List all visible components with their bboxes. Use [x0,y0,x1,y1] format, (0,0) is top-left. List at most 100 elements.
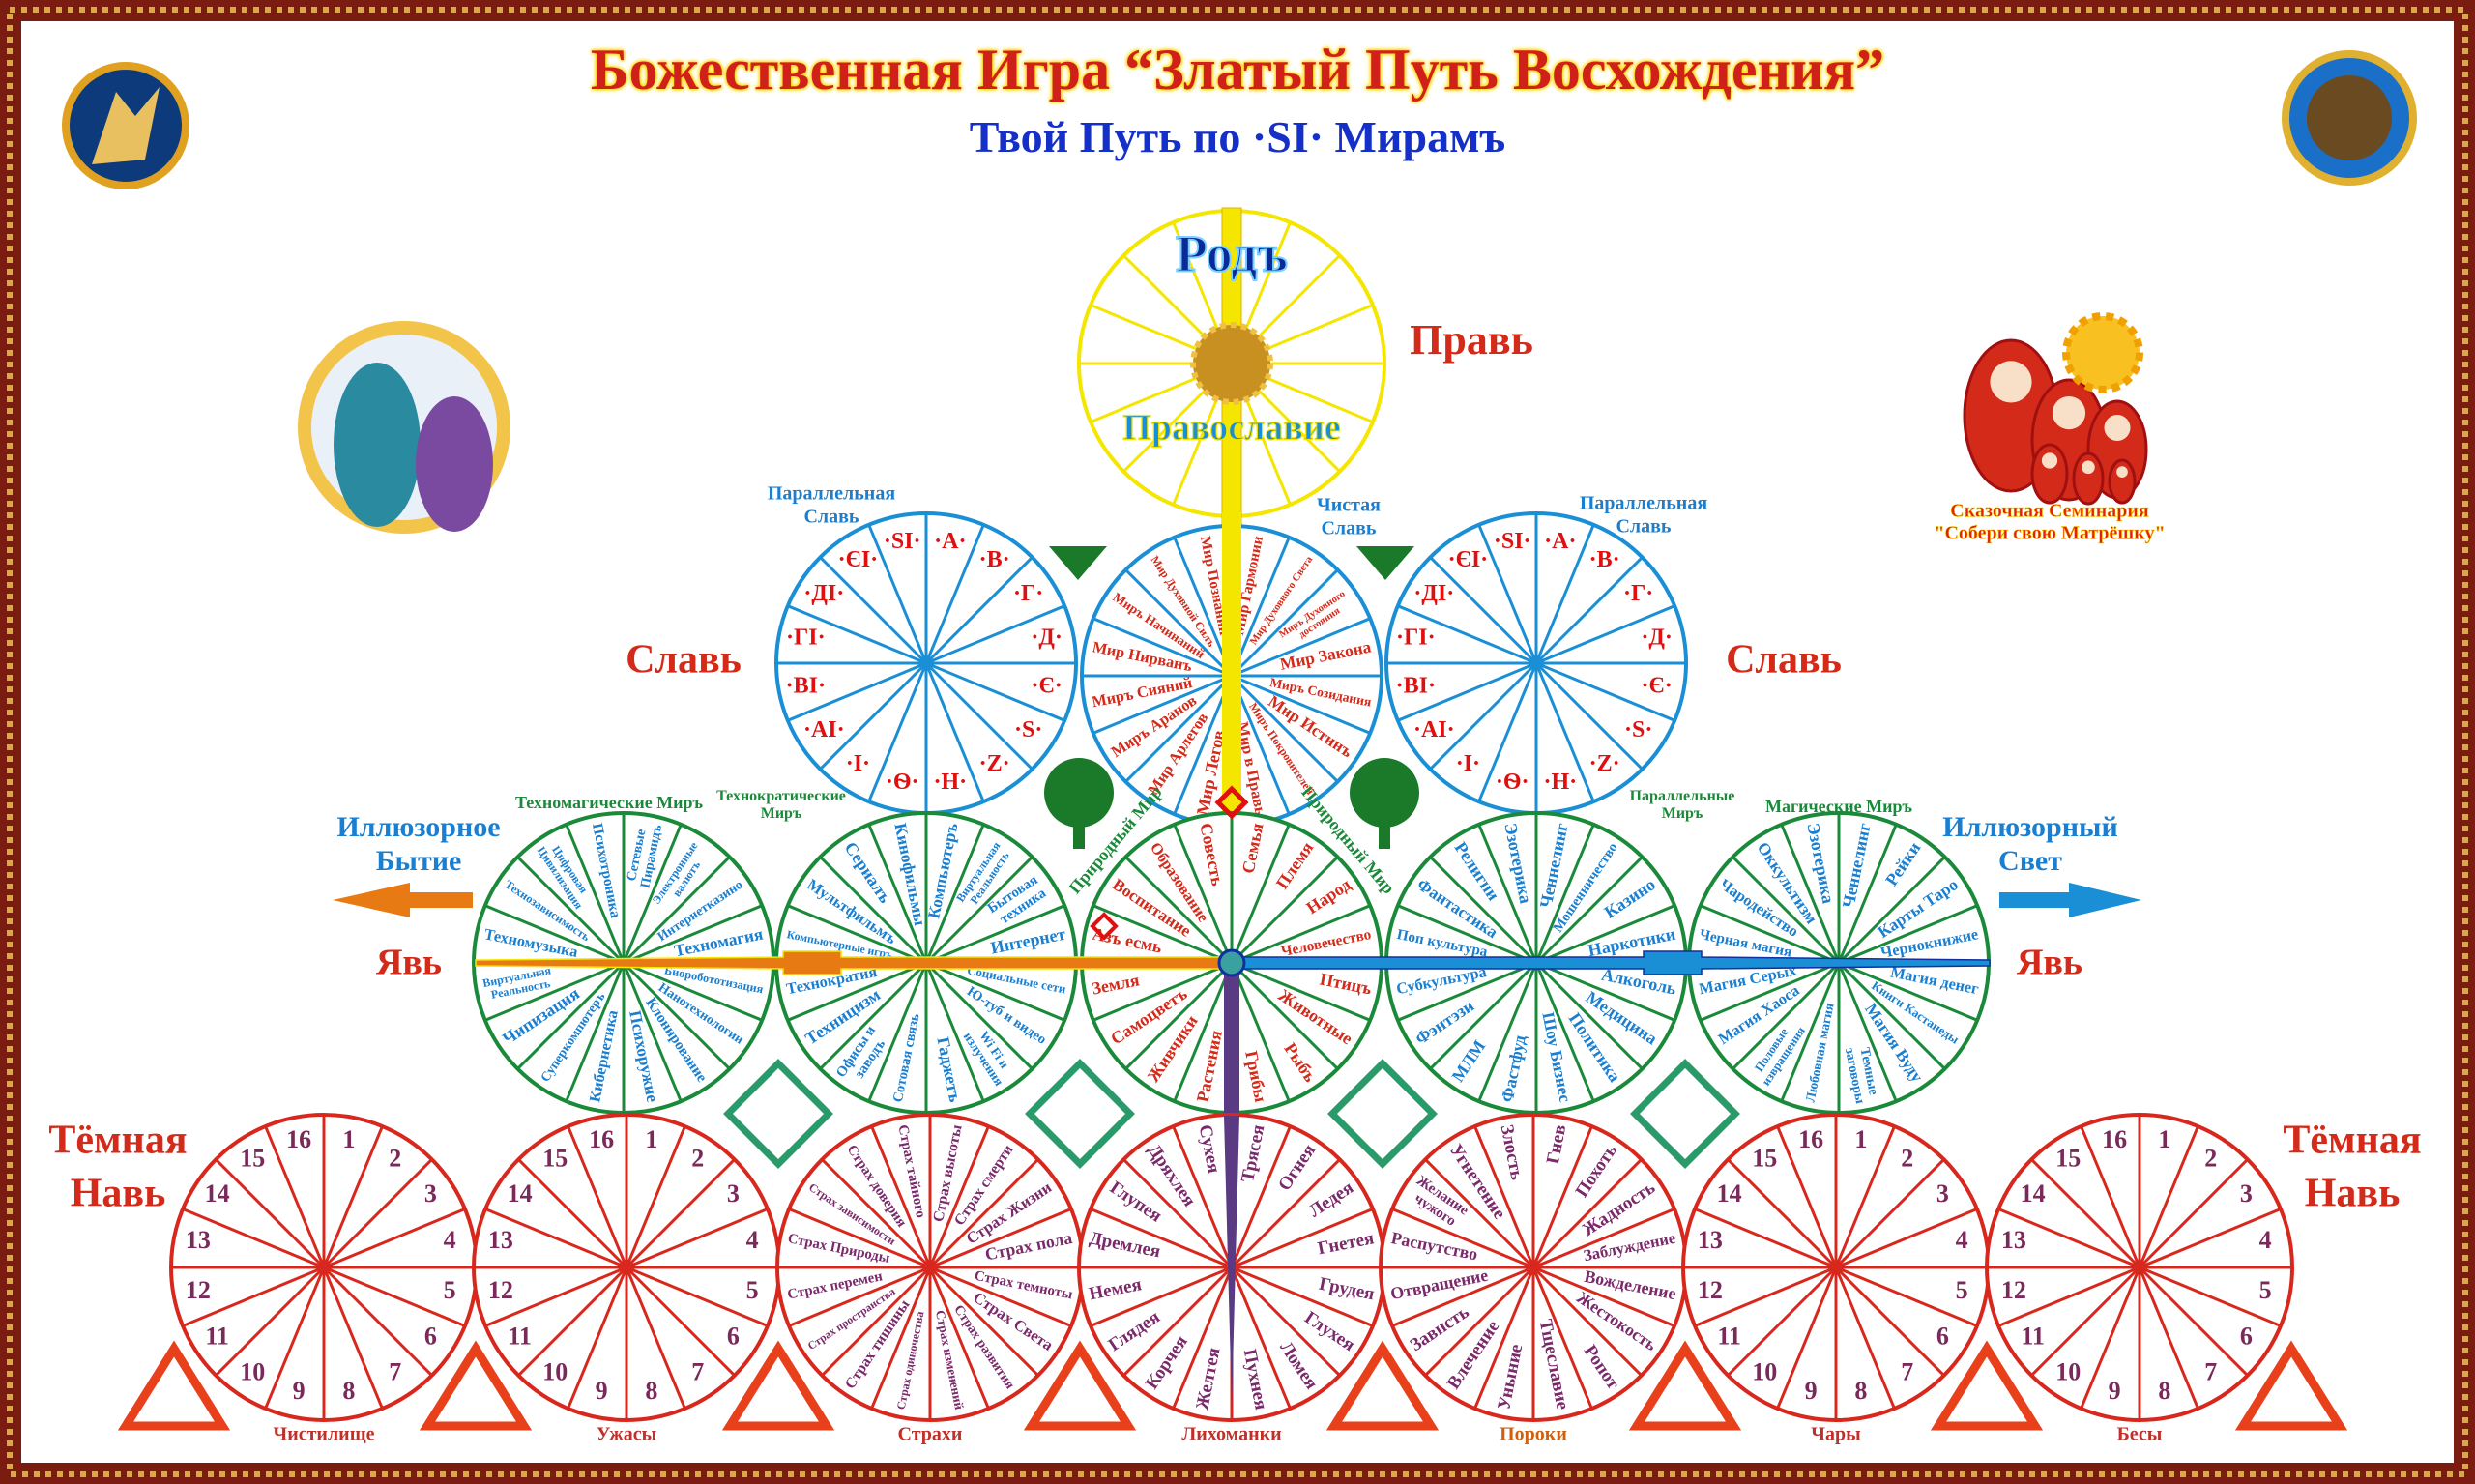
wheel-spoke [2139,1266,2282,1327]
wheel-spoke [1531,1125,1593,1268]
wheel-spoke [787,904,927,965]
sun-face-icon [2062,312,2143,393]
wheel-spoke [517,1266,628,1377]
wheel-spoke [1531,1266,1643,1377]
wheel-spoke [1534,962,1595,1102]
wheel-spoke [182,1266,325,1327]
wheel-spoke [625,1266,736,1377]
wheel-spoke [1090,1266,1233,1327]
realm-label-yav: Явь [376,943,442,983]
wheel-spoke [1837,961,1946,1070]
sector-number: 11 [205,1323,229,1351]
sector-number: 15 [1752,1145,1777,1173]
sector-number: 10 [2055,1357,2081,1385]
slav-wheel[interactable]: ·А··В··Г··Д··Є··Ѕ··Z··Н··Ѳ··І··АІ··ВІ··Г… [1384,511,1688,815]
wheel-spoke [1834,1158,1945,1269]
celtic-tree-icon [1350,758,1419,828]
wheel-spoke [924,962,985,1102]
triquetra-knot-icon [419,1340,533,1431]
sector-number: 12 [1698,1276,1723,1304]
wheel-spoke [867,962,928,1102]
sector-glyph: ·ВІ· [786,673,826,698]
sector-number: 9 [1805,1377,1818,1405]
wheel-spoke [787,604,927,665]
wheel-spoke [1230,674,1339,783]
sector-glyph: ·ЄІ· [1448,547,1489,572]
wheel-spoke [1780,824,1841,964]
wheel-spoke [929,1208,1072,1269]
wheel-spoke [1727,1158,1838,1269]
wheel-spoke [1534,662,1595,802]
wheel-spoke [1534,961,1644,1070]
wheel-spoke [1122,1266,1234,1377]
wheel-spoke [1694,1208,1837,1269]
slav-wheel[interactable]: ·А··В··Г··Д··Є··Ѕ··Z··Н··Ѳ··І··АІ··ВІ··Г… [774,511,1078,815]
wheel-spoke [1172,1266,1234,1410]
wheel-spoke [2138,1266,2249,1377]
wheel-spoke [924,824,985,964]
sector-number: 4 [444,1226,456,1254]
wheel-spoke [1231,904,1371,965]
sector-number: 7 [2204,1357,2217,1385]
wheel-spoke [1230,1266,1292,1410]
princess-figure [416,396,493,532]
wheel-spoke [925,604,1065,665]
sector-glyph: ·Ѳ· [886,770,919,795]
wheel-spoke [2080,1125,2141,1268]
sector-number: 16 [286,1125,311,1153]
sector-number: 8 [1854,1377,1867,1405]
sector-glyph: ·Н· [933,770,967,795]
wheel-spoke [1124,961,1234,1070]
matryoshka-doll [2030,443,2069,505]
wheel-spoke [928,1125,990,1268]
wheel-title: Чистая [1317,495,1381,516]
matryoshka-face [2116,466,2128,478]
realm-label-illusory-being: Бытие [376,845,462,877]
wheel-spoke [1534,824,1595,964]
sector-number: 11 [2021,1323,2045,1351]
wheel-spoke [819,556,928,665]
purple-arrow-front [1224,1116,1239,1407]
sector-number: 12 [2001,1276,2026,1304]
sector-glyph: ·ВІ· [1396,673,1436,698]
wheel-spoke [215,1266,326,1377]
realm-label-slav: Славь [626,638,742,683]
sector-number: 1 [2158,1125,2170,1153]
wheel-title: Чистилище [274,1424,375,1445]
triquetra-knot-icon [117,1340,231,1431]
wheel-spoke [870,1125,932,1268]
wheel-spoke [1534,856,1644,965]
sector-number: 16 [2102,1125,2127,1153]
sector-number: 6 [424,1323,437,1351]
sector-glyph: ·АІ· [803,717,845,742]
wheel-spoke [1230,962,1291,1102]
wheel-spoke [788,1208,931,1269]
wheel-spoke [322,1266,433,1377]
celtic-tree-icon [1044,758,1114,828]
wheel-title: Параллельные Миръ [1629,788,1735,822]
wheel-spoke [1124,568,1234,678]
wheel-spoke [622,856,731,965]
sector-glyph: ·А· [1544,529,1576,554]
wheel-spoke [1391,1208,1534,1269]
wheel-spoke [484,1266,627,1327]
wheel-spoke [928,1266,1039,1377]
sector-number: 16 [589,1125,614,1153]
wheel-spoke [925,661,1065,722]
celtic-knot-icon [1025,1059,1135,1169]
wheel-spoke [819,961,928,1070]
sector-number: 13 [1698,1226,1723,1254]
wheel-title: Технократические Миръ [716,788,846,822]
rod-title: Родъ [1176,224,1288,282]
wheel-spoke [1124,674,1234,783]
sector-glyph: ·Є· [1032,673,1063,698]
sector-number: 9 [293,1377,306,1405]
